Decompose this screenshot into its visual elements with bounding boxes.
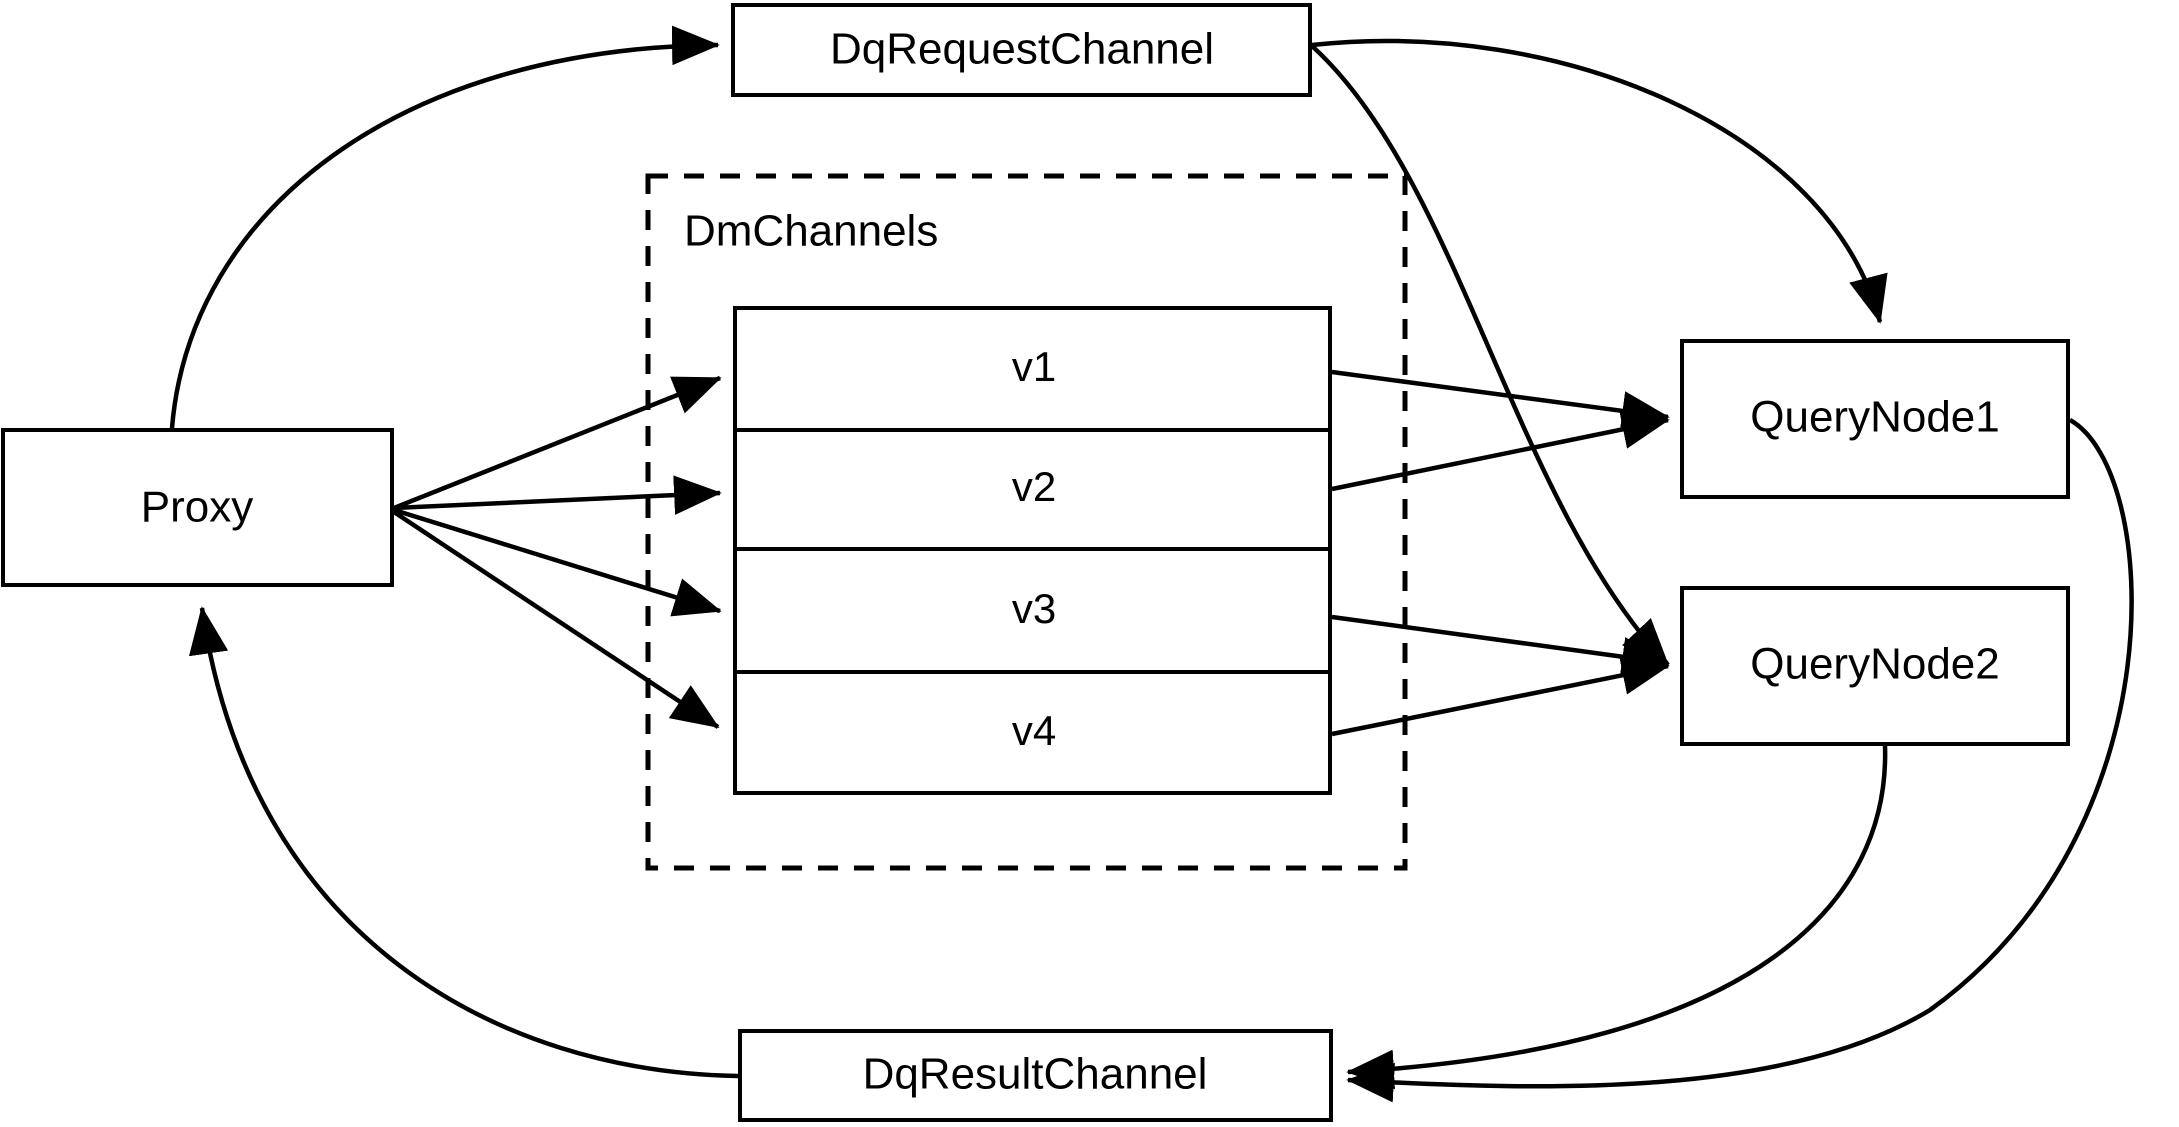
querynode2-label: QueryNode2 <box>1750 640 1999 689</box>
edge-proxy-to-dqrequestchannel <box>169 25 720 429</box>
edge-v1-to-querynode1 <box>1331 369 1670 431</box>
edge-querynode2-to-dqresultchannel <box>1346 745 1888 1090</box>
dmchannels-group-label: DmChannels <box>684 207 938 256</box>
edge-proxy-to-v1 <box>393 375 722 511</box>
edge-v2-to-querynode1 <box>1331 409 1670 492</box>
dmchannel-row-label-v4: v4 <box>1012 707 1056 754</box>
edge-v4-to-querynode2 <box>1331 655 1670 737</box>
querynode1-box[interactable] <box>1680 339 2070 499</box>
dqresultchannel-label: DqResultChannel <box>863 1050 1208 1099</box>
edge-proxy-to-v2 <box>393 475 722 515</box>
edge-v3-to-querynode2 <box>1331 614 1670 677</box>
dmchannel-row-label-v1: v1 <box>1012 343 1056 390</box>
dmchannels-group-box <box>645 173 1408 871</box>
edge-querynode1-to-dqresultchannel <box>1346 418 2134 1103</box>
dmchannel-row-label-v2: v2 <box>1012 463 1056 510</box>
querynode1-label: QueryNode1 <box>1750 393 1999 442</box>
querynode2-box[interactable] <box>1680 586 2070 746</box>
edge-proxy-to-v3 <box>393 507 722 617</box>
edge-dqrequestchannel-to-querynode2 <box>1310 44 1670 667</box>
edge-dqrequestchannel-to-querynode1 <box>1311 38 1888 324</box>
dqrequestchannel-box[interactable] <box>731 3 1312 97</box>
dqresultchannel-box[interactable] <box>738 1029 1333 1122</box>
edge-proxy-to-v4 <box>392 510 720 729</box>
dmchannel-row-label-v3: v3 <box>1012 585 1056 632</box>
dqrequestchannel-label: DqRequestChannel <box>830 25 1214 74</box>
edge-dqresultchannel-to-proxy <box>189 606 739 1079</box>
proxy-box[interactable] <box>1 428 394 587</box>
proxy-label: Proxy <box>141 483 253 532</box>
